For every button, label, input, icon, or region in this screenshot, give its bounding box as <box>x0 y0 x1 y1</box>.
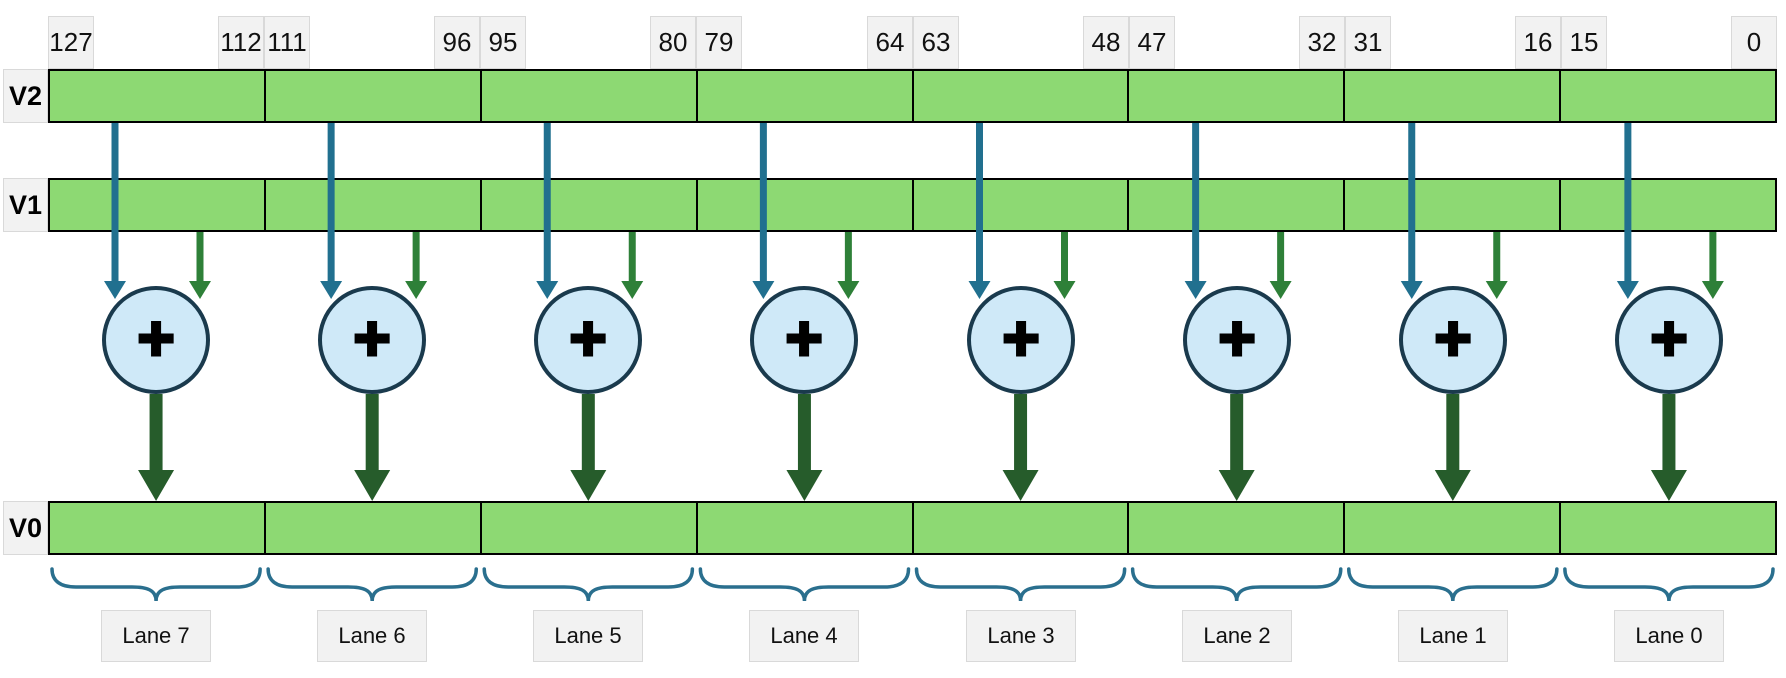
register-v0-label: V0 <box>3 501 48 555</box>
adder-to-v0-arrowhead <box>1218 470 1255 501</box>
lane-brace <box>1347 567 1559 602</box>
v1-lane-cell <box>482 180 698 230</box>
v1-to-adder-arrowhead <box>405 281 428 299</box>
lane-label-lane-6: Lane 6 <box>317 610 427 662</box>
lane-brace <box>50 567 262 602</box>
bit-index-80: 80 <box>650 16 696 69</box>
lane-label-lane-3: Lane 3 <box>966 610 1076 662</box>
adder-lane-1: + <box>1399 286 1507 394</box>
v0-lane-cell <box>482 503 698 553</box>
lane-label-lane-1: Lane 1 <box>1398 610 1508 662</box>
lane-brace <box>1130 567 1343 602</box>
register-v0-row: V0 <box>0 501 1786 555</box>
bit-index-48: 48 <box>1083 16 1129 69</box>
v2-lane-cell <box>1561 71 1775 121</box>
lane-label-lane-5: Lane 5 <box>533 610 643 662</box>
bit-index-16: 16 <box>1515 16 1561 69</box>
bit-index-47: 47 <box>1129 16 1175 69</box>
register-v2-bar <box>48 69 1777 123</box>
v0-lane-cell <box>266 503 482 553</box>
adder-lane-4: + <box>750 286 858 394</box>
v2-lane-cell <box>914 71 1130 121</box>
v2-lane-cell <box>482 71 698 121</box>
bit-index-95: 95 <box>480 16 526 69</box>
adder-to-v0-arrowhead <box>570 470 607 501</box>
plus-icon: + <box>1649 301 1689 374</box>
v1-lane-cell <box>50 180 266 230</box>
adder-lane-0: + <box>1615 286 1723 394</box>
lane-brace <box>914 567 1127 602</box>
lane-brace <box>698 567 911 602</box>
v2-lane-cell <box>1129 71 1346 121</box>
bit-index-63: 63 <box>913 16 959 69</box>
bit-index-32: 32 <box>1299 16 1345 69</box>
v1-to-adder-arrowhead <box>1701 281 1724 299</box>
lane-brace <box>482 567 695 602</box>
bit-index-111: 111 <box>264 16 310 69</box>
plus-icon: + <box>1001 301 1041 374</box>
v1-to-adder-arrowhead <box>189 281 211 299</box>
v0-lane-cell <box>1129 503 1346 553</box>
adder-to-v0-arrowhead <box>1650 470 1687 501</box>
v1-lane-cell <box>1345 180 1562 230</box>
lane-label-lane-2: Lane 2 <box>1182 610 1292 662</box>
v1-to-adder-arrowhead <box>837 281 860 299</box>
adder-to-v0-arrowhead <box>786 470 823 501</box>
v1-lane-cell <box>698 180 914 230</box>
lane-label-lane-0: Lane 0 <box>1614 610 1724 662</box>
bit-index-64: 64 <box>867 16 913 69</box>
lane-brace <box>266 567 478 602</box>
register-v1-label: V1 <box>3 178 48 232</box>
v2-lane-cell <box>50 71 266 121</box>
lane-brace <box>1563 567 1775 602</box>
adder-lane-6: + <box>318 286 426 394</box>
plus-icon: + <box>136 301 176 374</box>
v0-lane-cell <box>50 503 266 553</box>
register-v2-label: V2 <box>3 69 48 123</box>
plus-icon: + <box>1433 301 1473 374</box>
bit-index-112: 112 <box>218 16 264 69</box>
lane-label-lane-7: Lane 7 <box>101 610 211 662</box>
v0-lane-cell <box>1561 503 1775 553</box>
bit-index-127: 127 <box>48 16 94 69</box>
register-v0-bar <box>48 501 1777 555</box>
v0-lane-cell <box>1345 503 1562 553</box>
adder-to-v0-arrowhead <box>354 470 391 501</box>
register-v1-row: V1 <box>0 178 1786 232</box>
bit-index-31: 31 <box>1345 16 1391 69</box>
v1-lane-cell <box>266 180 482 230</box>
v1-to-adder-arrowhead <box>621 281 644 299</box>
plus-icon: + <box>784 301 824 374</box>
adder-to-v0-arrowhead <box>1002 470 1039 501</box>
plus-icon: + <box>352 301 392 374</box>
plus-icon: + <box>1217 301 1257 374</box>
v1-to-adder-arrowhead <box>1053 281 1076 299</box>
v1-to-adder-arrowhead <box>1485 281 1508 299</box>
v1-lane-cell <box>1561 180 1775 230</box>
v2-lane-cell <box>1345 71 1562 121</box>
bit-index-15: 15 <box>1561 16 1607 69</box>
lane-label-lane-4: Lane 4 <box>749 610 859 662</box>
bit-index-96: 96 <box>434 16 480 69</box>
register-v1-bar <box>48 178 1777 232</box>
bit-index-79: 79 <box>696 16 742 69</box>
adder-to-v0-arrowhead <box>138 470 175 501</box>
register-v2-row: V2 <box>0 69 1786 123</box>
v1-lane-cell <box>1129 180 1346 230</box>
adder-lane-5: + <box>534 286 642 394</box>
v2-lane-cell <box>698 71 914 121</box>
v0-lane-cell <box>698 503 914 553</box>
v2-lane-cell <box>266 71 482 121</box>
v1-to-adder-arrowhead <box>1269 281 1292 299</box>
bit-index-0: 0 <box>1731 16 1777 69</box>
adder-lane-3: + <box>967 286 1075 394</box>
adder-lane-2: + <box>1183 286 1291 394</box>
v1-lane-cell <box>914 180 1130 230</box>
plus-icon: + <box>568 301 608 374</box>
adder-to-v0-arrowhead <box>1434 470 1471 501</box>
adder-lane-7: + <box>102 286 210 394</box>
v0-lane-cell <box>914 503 1130 553</box>
